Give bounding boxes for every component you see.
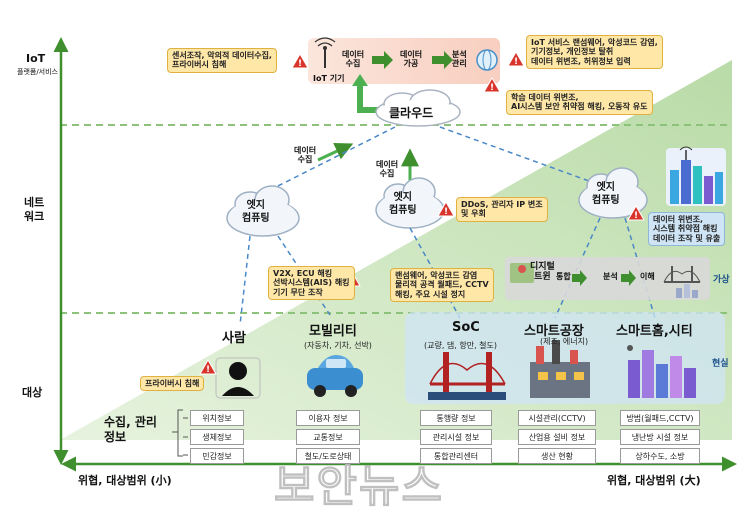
person-icon <box>215 357 261 399</box>
warning-icon: ! <box>507 50 525 67</box>
edge-cloud-2 <box>375 177 445 229</box>
layer-label-network: 네트 워크 <box>24 196 45 224</box>
info-box-item: 통합관리센터 <box>420 448 492 464</box>
twin-label: 디지털 트윈 <box>530 262 555 283</box>
iot-flow-band <box>308 38 500 84</box>
twin-understand-label: 이해 <box>640 272 655 281</box>
category-mobility-sub: (자동차, 기차, 선박) <box>304 341 372 350</box>
flow-collect-label: 데이터 수집 <box>342 50 365 69</box>
category-soc: SoC <box>452 320 480 335</box>
category-soc-sub: (교량, 댐, 항만, 철도) <box>424 341 498 350</box>
warning-box-edge-ddos: DDoS, 관리자 IP 변조 및 우회 <box>456 197 548 222</box>
twin-city-icon <box>676 284 698 298</box>
twin-analyze-label: 분석 <box>603 272 618 281</box>
category-mobility: 모빌리티 <box>309 324 357 339</box>
info-box-item: 통행량 정보 <box>420 410 492 426</box>
collect-bracket <box>177 409 183 457</box>
watermark-text: 보안뉴스 <box>274 461 444 513</box>
axis-label-right: 위협, 대상범위 (大) <box>607 474 701 487</box>
edge-cloud-1 <box>226 185 300 237</box>
virtual-label: 가상 <box>713 275 730 285</box>
info-box-item: 방범(월패드,CCTV) <box>620 410 700 426</box>
category-smart-city: 스마트홈,시티 <box>616 324 693 339</box>
info-box-item: 산업용 설비 정보 <box>518 429 596 445</box>
collect-info-label: 수집, 관리 정보 <box>104 415 157 444</box>
layer-label-iot-sub: 플랫폼/서비스 <box>17 68 58 76</box>
iot-device-icon <box>314 37 336 68</box>
warning-box-iot-right: IoT 서비스 랜섬웨어, 악성코드 감염, 기기정보, 개인정보 탈취 데이터… <box>526 35 663 70</box>
warning-icon: ! <box>437 200 455 217</box>
edge-to-soc-link <box>409 227 461 319</box>
bridge-icon <box>428 352 506 400</box>
warning-box-iot-left: 센서조작, 악의적 데이터수집, 프라이버시 침해 <box>167 48 277 73</box>
info-box-item: 이용자 정보 <box>296 410 360 426</box>
svg-text:!: ! <box>298 59 302 69</box>
smart-city-icon <box>627 345 696 398</box>
cloud-shape <box>375 89 461 127</box>
warning-box-iot-ai: 학습 데이터 위변조, AI시스템 보안 취약점 해킹, 오동작 유도 <box>506 90 653 115</box>
category-factory-sub: (제조, 에너지) <box>540 337 589 346</box>
svg-text:!: ! <box>634 211 638 221</box>
smart-city-image <box>666 146 726 206</box>
edge1-to-cloud-arrow <box>317 142 354 162</box>
info-box-item: 관리시설 정보 <box>420 429 492 445</box>
real-label: 현실 <box>712 359 729 369</box>
car-icon <box>307 355 363 397</box>
warning-box-soc: 랜섬웨어, 악성코드 감염 물리적 공격 월패드, CCTV 해킹, 주요 시설… <box>390 268 494 303</box>
cloud-edge-link-1 <box>269 126 396 191</box>
edge-label-1: 엣지 컴퓨팅 <box>242 200 270 224</box>
flow-arrow-2 <box>432 51 453 69</box>
info-box-item: 생체정보 <box>190 429 244 445</box>
warning-icon: ! <box>291 52 309 69</box>
edge-label-3: 엣지 컴퓨팅 <box>592 182 620 206</box>
axis-label-left: 위협, 대상범위 (小) <box>78 474 172 487</box>
category-factory: 스마트공장 <box>524 324 584 339</box>
edge-to-person-link <box>239 235 251 326</box>
warning-box-privacy: 프라이버시 침해 <box>140 376 205 392</box>
svg-text:!: ! <box>206 365 210 375</box>
edge-cloud-3 <box>578 167 648 219</box>
edge-label-2: 엣지 컴퓨팅 <box>389 192 417 216</box>
warning-icon: ! <box>627 204 645 221</box>
flow-process-label: 데이터 가공 <box>400 50 423 69</box>
iot-device-label: IoT 기기 <box>313 74 345 83</box>
layer-label-iot: IoT <box>26 52 46 65</box>
info-box-item: 시설관리(CCTV) <box>518 410 596 426</box>
warning-icon: ! <box>483 76 501 93</box>
category-person: 사람 <box>222 331 246 346</box>
digital-twin-panel <box>505 257 710 300</box>
warning-box-mobility: V2X, ECU 해킹 선박시스템(AIS) 해킹 기기 무단 조작 <box>268 266 355 301</box>
twin-bridge-icon <box>663 266 701 283</box>
warning-icon: ! <box>199 358 217 375</box>
analysis-globe-icon <box>476 49 498 71</box>
flow-arrow-1 <box>372 51 393 69</box>
info-box-item: 생산 현황 <box>518 448 596 464</box>
cloud-label: 클라우드 <box>389 106 434 120</box>
svg-text:!: ! <box>514 57 518 67</box>
factory-icon <box>530 340 590 398</box>
info-box-item: 상하수도, 소방 <box>620 448 700 464</box>
info-box-item: 교통정보 <box>296 429 360 445</box>
digital-twin-icon <box>510 263 534 283</box>
info-box-item: 철도/도로상태 <box>296 448 360 464</box>
info-box-item: 냉난방 시설 정보 <box>620 429 700 445</box>
info-box-item: 위치정보 <box>190 410 244 426</box>
cloud-edge-link-3 <box>439 126 601 186</box>
svg-text:!: ! <box>444 207 448 217</box>
layer-label-target: 대상 <box>22 386 43 399</box>
warning-box-twin: 데이터 위변조, 시스템 취약점 해킹 데이터 조작 및 유출 <box>648 212 726 247</box>
info-box-item: 민감정보 <box>190 448 244 464</box>
flow-analyze-label: 분석 관리 <box>452 50 467 69</box>
cloud-to-iot-arrow <box>357 82 380 113</box>
twin-integrate-label: 통합 <box>556 272 571 281</box>
data-collect-label-2: 데이터 수집 <box>376 160 399 179</box>
data-collect-label-1: 데이터 수집 <box>294 146 317 165</box>
svg-text:!: ! <box>490 83 494 93</box>
